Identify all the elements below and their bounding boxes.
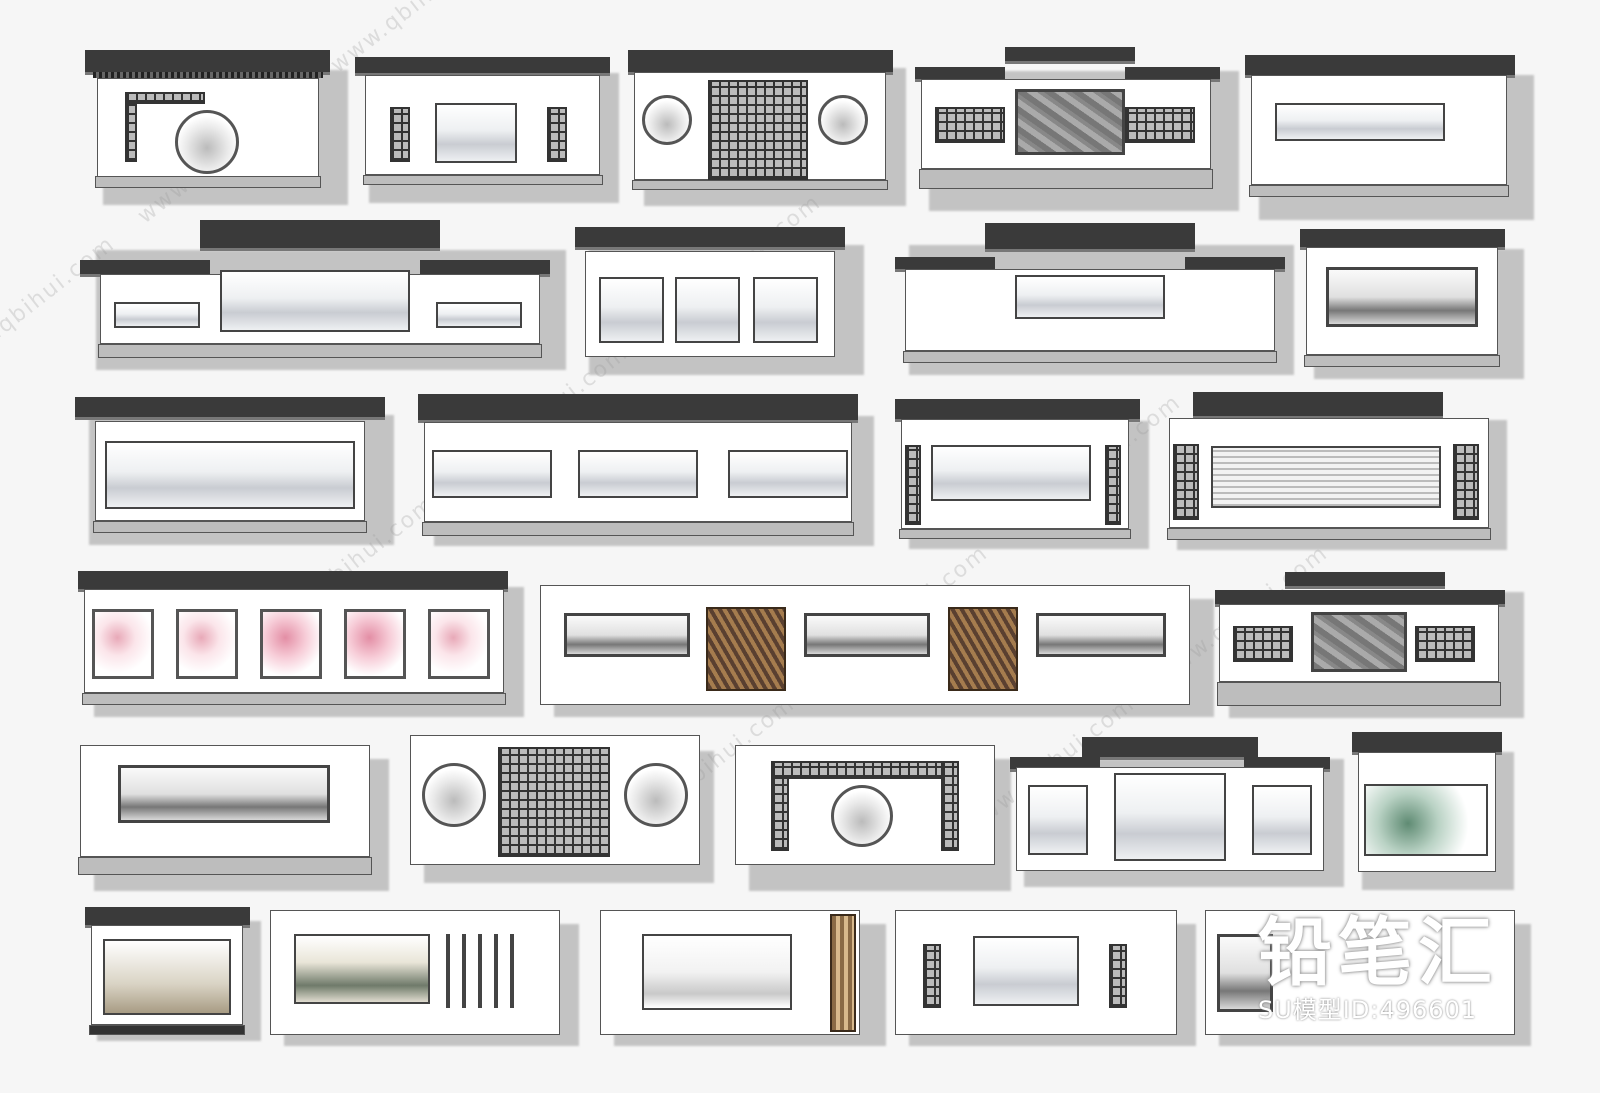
screen-wall-9 (1300, 225, 1524, 379)
screen-wall-17 (78, 745, 389, 895)
screen-wall-14 (78, 565, 524, 717)
screen-wall-24 (600, 910, 886, 1046)
screen-wall-19 (735, 745, 1011, 895)
screen-wall-22 (85, 905, 261, 1041)
screen-wall-21 (1352, 728, 1514, 893)
model-id-label: SU模型ID:496601 (1258, 996, 1478, 1024)
screen-wall-1 (85, 40, 348, 205)
screen-wall-7 (575, 215, 864, 375)
screen-wall-20 (1010, 735, 1344, 890)
screen-wall-10 (75, 385, 394, 545)
screen-wall-12 (895, 395, 1149, 550)
screen-wall-23 (270, 910, 579, 1046)
screen-wall-5 (1245, 45, 1534, 220)
screen-wall-8 (895, 215, 1294, 375)
screen-wall-3 (628, 40, 906, 206)
screen-wall-25 (895, 910, 1196, 1046)
screen-wall-13 (1163, 390, 1507, 550)
screen-wall-18 (410, 735, 714, 885)
screen-wall-4 (915, 45, 1239, 211)
screen-wall-2 (355, 45, 619, 203)
screen-wall-6 (80, 210, 566, 370)
screen-wall-15 (540, 585, 1214, 717)
screen-wall-26 (1205, 910, 1531, 1046)
screen-wall-16 (1215, 570, 1524, 720)
screen-wall-11 (418, 390, 874, 550)
brand-logo-text: 铅笔汇 (1258, 910, 1498, 996)
